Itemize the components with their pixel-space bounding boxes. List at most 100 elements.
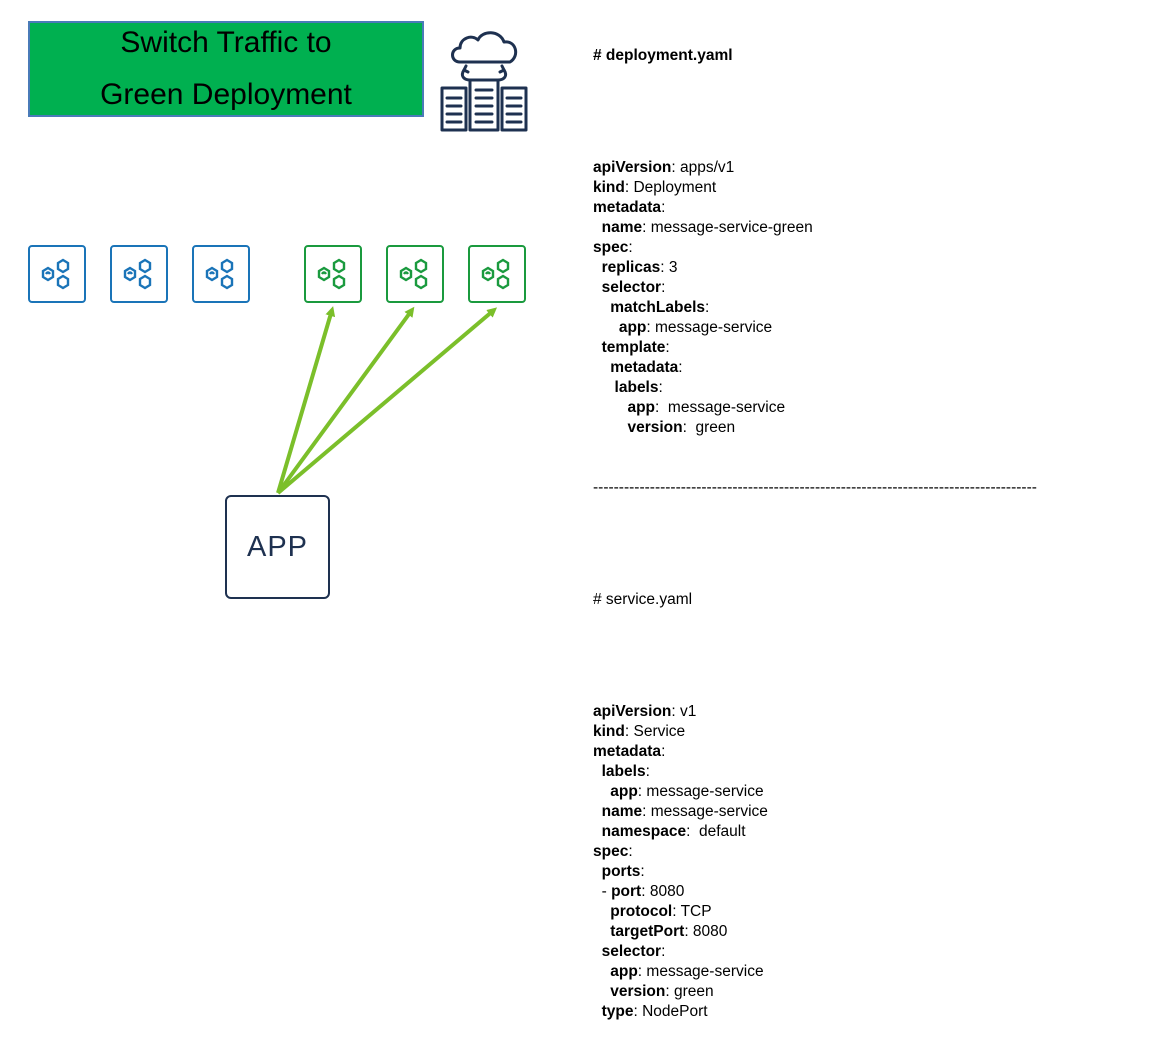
yaml-value: :: [665, 339, 670, 356]
yaml-indent: [593, 279, 602, 296]
kubernetes-pod-hexagons-icon: [41, 258, 70, 290]
deployment-line: app: message-service: [593, 318, 1037, 338]
yaml-value: : 8080: [684, 923, 728, 940]
yaml-key: spec: [593, 843, 629, 860]
service-line: type: NodePort: [593, 1002, 1037, 1022]
blue-pod-1: [28, 245, 86, 303]
yaml-value: : NodePort: [633, 1003, 708, 1020]
yaml-key: type: [601, 1003, 634, 1020]
yaml-indent: [593, 783, 610, 800]
deployment-line: matchLabels:: [593, 298, 1037, 318]
yaml-indent: [593, 379, 615, 396]
yaml-key: labels: [614, 379, 659, 396]
blue-pod-2: [110, 245, 168, 303]
cloud-sync-server-icon: [440, 31, 528, 132]
deployment-line: version: green: [593, 418, 1037, 438]
yaml-value: : default: [686, 823, 746, 840]
arrow-to-green-pod-2: [276, 306, 415, 495]
yaml-indent: [593, 419, 627, 436]
service-line: app: message-service: [593, 782, 1037, 802]
yaml-key: apiVersion: [593, 159, 672, 176]
deployment-line: apiVersion: apps/v1: [593, 158, 1037, 178]
yaml-value: : TCP: [672, 903, 712, 920]
app-label: APP: [246, 530, 309, 563]
yaml-indent: [593, 763, 602, 780]
yaml-indent: [593, 299, 610, 316]
service-line: kind: Service: [593, 722, 1037, 742]
deployment-line: app: message-service: [593, 398, 1037, 418]
yaml-key: template: [601, 339, 666, 356]
deployment-line: selector:: [593, 278, 1037, 298]
green-pod-1: [304, 245, 362, 303]
deployment-line: metadata:: [593, 198, 1037, 218]
arrow-to-green-pod-1: [276, 306, 336, 494]
yaml-value: : apps/v1: [671, 159, 735, 176]
service-line: ports:: [593, 862, 1037, 882]
kubernetes-pod-hexagons-icon: [123, 258, 152, 290]
yaml-key: namespace: [601, 823, 687, 840]
app-box: APP: [225, 495, 330, 599]
yaml-value: :: [628, 843, 633, 860]
yaml-value: : message-service-green: [642, 219, 813, 236]
yaml-indent: [593, 823, 602, 840]
kubernetes-pod-hexagons-icon: [205, 258, 234, 290]
yaml-value: : message-service: [655, 399, 786, 416]
yaml-indent: [593, 339, 602, 356]
deployment-line: template:: [593, 338, 1037, 358]
yaml-key: protocol: [610, 903, 673, 920]
blue-pod-3: [192, 245, 250, 303]
deployment-line: replicas: 3: [593, 258, 1037, 278]
service-line: protocol: TCP: [593, 902, 1037, 922]
yaml-indent: [593, 219, 602, 236]
yaml-key: app: [627, 399, 656, 416]
deployment-line: name: message-service-green: [593, 218, 1037, 238]
arrow-to-green-pod-3: [276, 307, 498, 495]
yaml-key: selector: [601, 279, 662, 296]
yaml-indent: [593, 903, 610, 920]
yaml-key: matchLabels: [610, 299, 705, 316]
yaml-value: : v1: [671, 703, 697, 720]
yaml-key: replicas: [601, 259, 661, 276]
yaml-key: kind: [593, 723, 625, 740]
yaml-key: kind: [593, 179, 625, 196]
banner-line-2: Green Deployment: [100, 78, 352, 111]
yaml-indent: [593, 923, 610, 940]
yaml-value: : green: [665, 983, 714, 1000]
yaml-indent: [593, 1003, 602, 1020]
yaml-indent: [593, 803, 602, 820]
service-line: name: message-service: [593, 802, 1037, 822]
service-line: - port: 8080: [593, 882, 1037, 902]
yaml-value: : Deployment: [624, 179, 717, 196]
yaml-value: :: [678, 359, 683, 376]
yaml-value: :: [640, 863, 645, 880]
yaml-key: name: [601, 803, 643, 820]
yaml-indent: [593, 259, 602, 276]
yaml-key: labels: [601, 763, 646, 780]
separator: ----------------------------------------…: [593, 479, 1037, 496]
service-line: namespace: default: [593, 822, 1037, 842]
yaml-value: :: [628, 239, 633, 256]
kubernetes-pod-hexagons-icon: [399, 258, 428, 290]
service-line: version: green: [593, 982, 1037, 1002]
yaml-value: : 3: [660, 259, 678, 276]
yaml-value: :: [661, 943, 666, 960]
yaml-value: :: [645, 763, 650, 780]
yaml-indent: [593, 943, 602, 960]
deployment-line: labels:: [593, 378, 1037, 398]
yaml-value: : message-service: [646, 319, 773, 336]
deployment-header: # deployment.yaml: [593, 47, 733, 64]
yaml-key: port: [611, 883, 642, 900]
yaml-indent: [593, 863, 602, 880]
service-header: # service.yaml: [593, 591, 693, 608]
kubernetes-pod-hexagons-icon: [481, 258, 510, 290]
yaml-indent: [593, 963, 610, 980]
yaml-value: : message-service: [642, 803, 768, 820]
service-line: app: message-service: [593, 962, 1037, 982]
yaml-key: spec: [593, 239, 629, 256]
deployment-line: spec:: [593, 238, 1037, 258]
yaml-key: app: [610, 783, 638, 800]
yaml-indent: [593, 399, 627, 416]
